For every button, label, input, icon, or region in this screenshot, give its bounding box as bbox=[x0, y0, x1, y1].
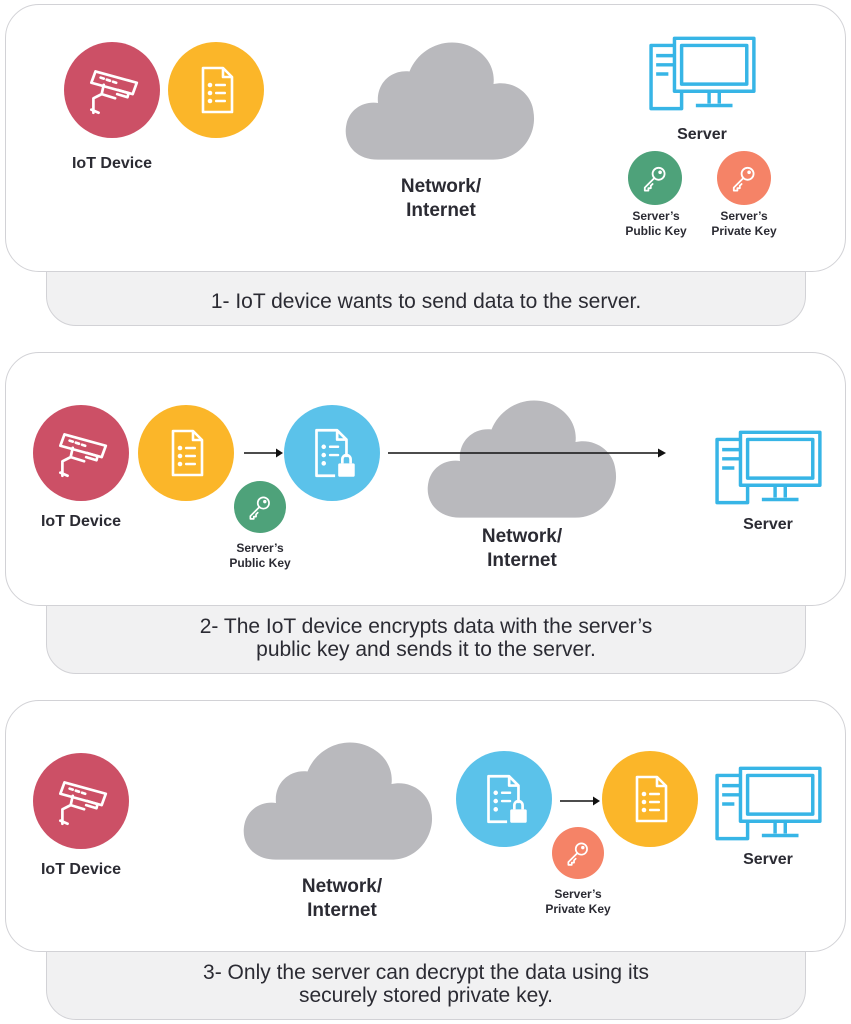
public-key-label-line2: Public Key bbox=[625, 224, 687, 238]
arrow-icon bbox=[560, 796, 600, 806]
server-icon bbox=[648, 35, 760, 117]
network-label-line1: Network/ bbox=[301, 876, 383, 897]
server-icon bbox=[714, 429, 826, 511]
iot-device-label: IoT Device bbox=[40, 861, 122, 878]
encrypted-document-icon bbox=[456, 751, 552, 847]
step-1-caption-text: 1- IoT device wants to send data to the … bbox=[210, 290, 642, 313]
step-3-caption-text: 3- Only the server can decrypt the data … bbox=[203, 961, 649, 1019]
private-key-label-line2: Private Key bbox=[545, 902, 611, 916]
network-label: Network/ Internet bbox=[442, 525, 602, 573]
public-key-icon bbox=[234, 481, 286, 533]
document-icon bbox=[602, 751, 698, 847]
arrow-icon bbox=[244, 448, 283, 458]
network-label: Network/ Internet bbox=[262, 875, 422, 923]
public-key-label-line2: Public Key bbox=[229, 556, 291, 570]
public-key-label: Server’s Public Key bbox=[606, 209, 706, 239]
public-key-icon bbox=[628, 151, 682, 205]
step-1-panel: IoT Device Network/ Internet Server Serv… bbox=[5, 4, 846, 272]
iot-device-label: IoT Device bbox=[40, 513, 122, 530]
step-2-caption-line1: 2- The IoT device encrypts data with the… bbox=[199, 615, 653, 638]
document-icon bbox=[168, 42, 264, 138]
server-label: Server bbox=[743, 516, 793, 533]
private-key-label-line1: Server’s bbox=[720, 209, 768, 223]
network-label-line1: Network/ bbox=[481, 526, 563, 547]
step-3-panel: IoT Device Network/ Internet Server’s Pr… bbox=[5, 700, 846, 952]
step-3-caption-line1: 3- Only the server can decrypt the data … bbox=[203, 961, 649, 984]
encrypted-document-icon bbox=[284, 405, 380, 501]
cloud-icon bbox=[234, 725, 444, 883]
private-key-label-line1: Server’s bbox=[554, 887, 602, 901]
network-label-line2: Internet bbox=[406, 200, 476, 221]
private-key-label: Server’s Private Key bbox=[694, 209, 794, 239]
network-label: Network/ Internet bbox=[361, 175, 521, 223]
step-3-caption-line2: securely stored private key. bbox=[298, 984, 554, 1007]
public-key-label: Server’s Public Key bbox=[210, 541, 310, 571]
network-label-line2: Internet bbox=[307, 900, 377, 921]
send-arrow-icon bbox=[388, 448, 666, 458]
server-icon bbox=[714, 765, 826, 847]
private-key-icon bbox=[552, 827, 604, 879]
step-2-caption-text: 2- The IoT device encrypts data with the… bbox=[200, 615, 653, 673]
iot-device-icon bbox=[33, 753, 129, 849]
iot-device-label: IoT Device bbox=[71, 155, 153, 172]
private-key-label: Server’s Private Key bbox=[528, 887, 628, 917]
step-2-panel: IoT Device Server’s Public Key Network/ … bbox=[5, 352, 846, 606]
network-label-line1: Network/ bbox=[400, 176, 482, 197]
document-icon bbox=[138, 405, 234, 501]
public-key-label-line1: Server’s bbox=[236, 541, 284, 555]
network-label-line2: Internet bbox=[487, 550, 557, 571]
cloud-icon bbox=[418, 383, 628, 541]
private-key-label-line2: Private Key bbox=[711, 224, 777, 238]
cloud-icon bbox=[336, 25, 546, 183]
public-key-label-line1: Server’s bbox=[632, 209, 680, 223]
iot-device-icon bbox=[64, 42, 160, 138]
iot-device-icon bbox=[33, 405, 129, 501]
private-key-icon bbox=[717, 151, 771, 205]
server-label: Server bbox=[677, 126, 727, 143]
step-2-caption-line2: public key and sends it to the server. bbox=[256, 638, 596, 661]
server-label: Server bbox=[743, 851, 793, 868]
